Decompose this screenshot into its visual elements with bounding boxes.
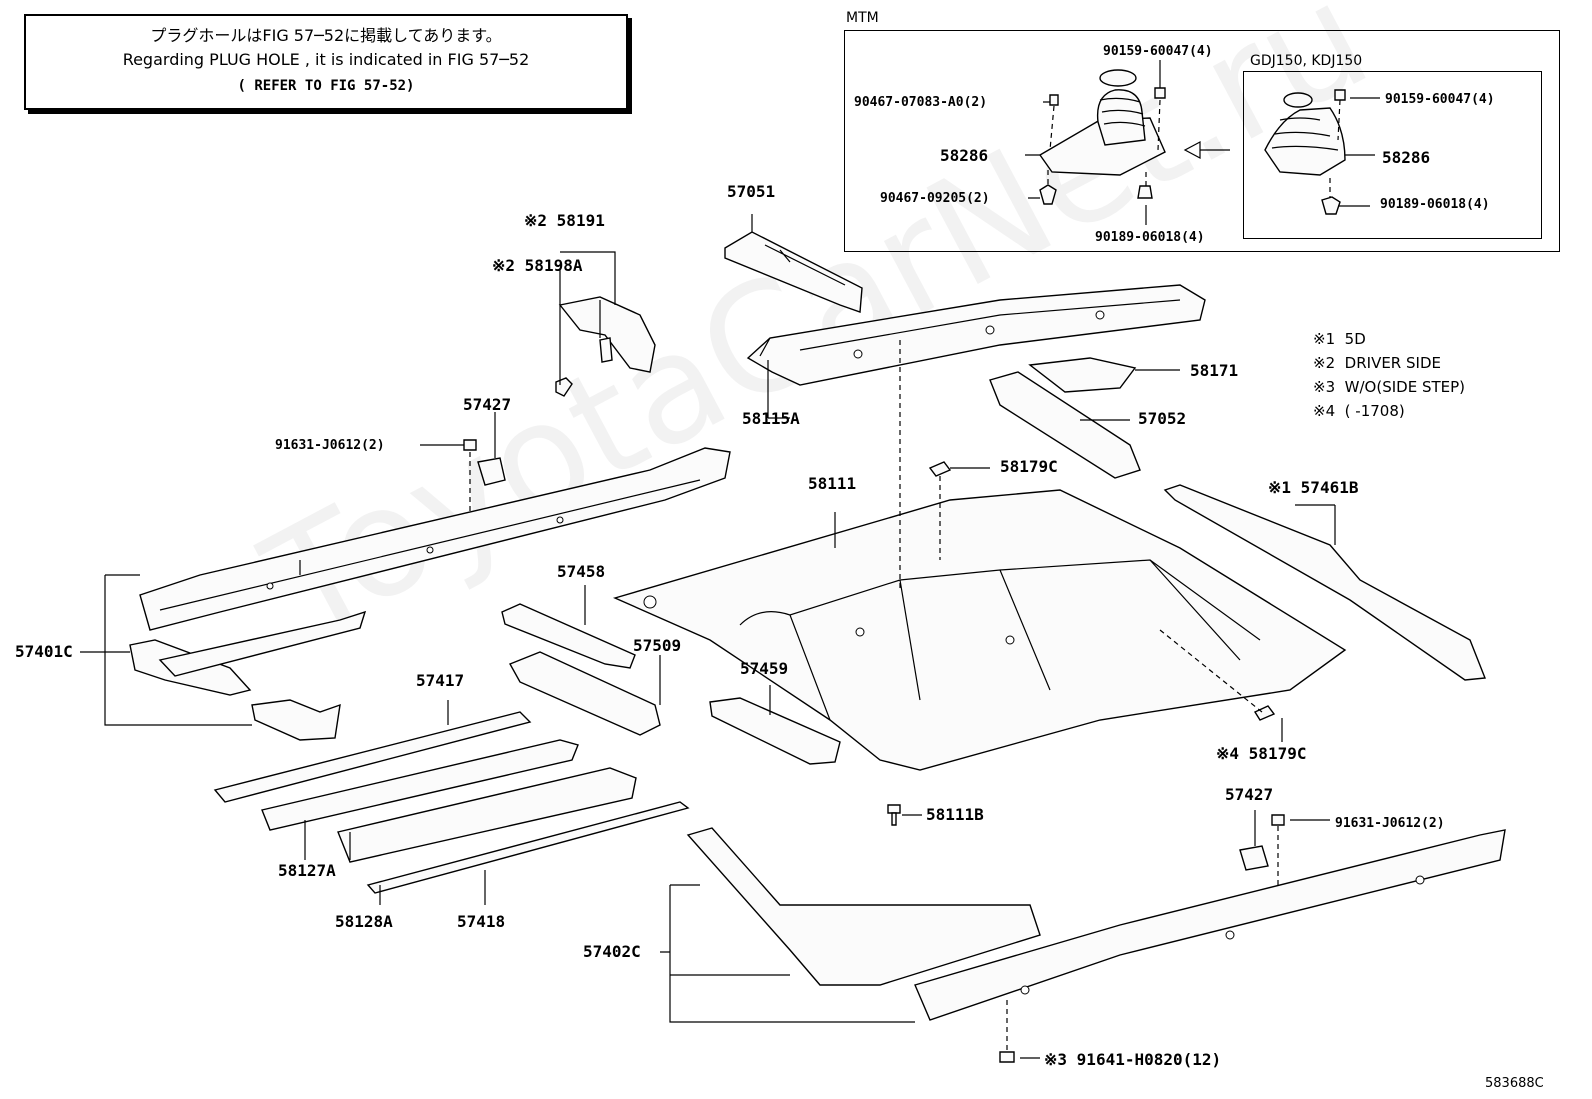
part-57052-illustration — [989, 371, 1141, 479]
label-57052[interactable]: 57052 — [1138, 409, 1187, 428]
part-57427-top-illustration — [420, 412, 506, 520]
label-57459[interactable]: 57459 — [740, 659, 789, 678]
label-57418[interactable]: 57418 — [457, 912, 506, 931]
label-58286-mtm[interactable]: 58286 — [940, 146, 989, 165]
label-57427-top[interactable]: 57427 — [463, 395, 512, 414]
label-58171[interactable]: 58171 — [1190, 361, 1239, 380]
legend-item-4: ※4 ( -1708) — [1313, 402, 1405, 420]
label-57461b[interactable]: ※1 57461B — [1268, 478, 1359, 497]
part-58115a-illustration — [746, 284, 1206, 419]
note-refer-link[interactable]: ( REFER TO FIG 57-52) — [237, 78, 415, 94]
label-57051[interactable]: 57051 — [727, 182, 776, 201]
label-90159-60047-mtm[interactable]: 90159-60047(4) — [1103, 44, 1213, 59]
part-58111b-illustration — [887, 804, 922, 826]
label-58128a[interactable]: 58128A — [335, 912, 393, 931]
shift-boot-right-illustration — [1264, 89, 1346, 215]
part-57461b-illustration — [1163, 484, 1486, 681]
label-57458[interactable]: 57458 — [557, 562, 606, 581]
mtm-box-title: MTM — [846, 10, 879, 26]
part-57051-illustration — [724, 214, 863, 313]
part-57509-illustration — [509, 651, 661, 736]
note-japanese: プラグホールはFIG 57─52に掲載してあります。 — [150, 26, 502, 45]
label-90189-06018-mtm[interactable]: 90189-06018(4) — [1095, 230, 1205, 245]
label-58286-gdj[interactable]: 58286 — [1382, 148, 1431, 167]
part-58179c-top-illustration — [899, 340, 990, 590]
rails-illustration — [213, 700, 690, 905]
label-90159-60047-gdj[interactable]: 90159-60047(4) — [1385, 92, 1495, 107]
part-58179c-bottom-illustration — [1159, 629, 1283, 742]
label-91631-bottom[interactable]: 91631-J0612(2) — [1335, 816, 1445, 831]
label-90467-07083[interactable]: 90467-07083-A0(2) — [854, 95, 988, 110]
mtm-inset-box — [844, 30, 1560, 252]
label-90189-06018-gdj[interactable]: 90189-06018(4) — [1380, 197, 1490, 212]
part-57402c-illustration — [660, 827, 1506, 1023]
legend-item-3: ※3 W/O(SIDE STEP) — [1313, 378, 1466, 396]
label-58198a[interactable]: ※2 58198A — [492, 256, 583, 275]
part-57459-illustration — [709, 685, 841, 765]
gdj-box-title: GDJ150, KDJ150 — [1250, 53, 1363, 69]
label-57427-bottom[interactable]: 57427 — [1225, 785, 1274, 804]
part-58111-floor-illustration — [612, 489, 1347, 771]
label-57509[interactable]: 57509 — [633, 636, 682, 655]
part-57427-bottom-illustration — [1239, 810, 1330, 905]
part-57458-illustration — [501, 585, 636, 669]
part-57401c-illustration — [80, 447, 731, 741]
label-90467-09205[interactable]: 90467-09205(2) — [880, 191, 990, 206]
arrow-icon — [1183, 141, 1230, 159]
legend-item-1: ※1 5D — [1313, 330, 1366, 348]
label-58191[interactable]: ※2 58191 — [524, 211, 605, 230]
label-58115a[interactable]: 58115A — [742, 409, 800, 428]
label-57402c[interactable]: 57402C — [583, 942, 641, 961]
label-58127a[interactable]: 58127A — [278, 861, 336, 880]
fasteners-mtm-left — [1039, 87, 1166, 205]
diagram-id: 583688C — [1485, 1076, 1544, 1091]
plug-hole-note: プラグホールはFIG 57─52に掲載してあります。 Regarding PLU… — [24, 14, 628, 110]
part-58191-illustration — [555, 251, 656, 397]
legend-item-2: ※2 DRIVER SIDE — [1313, 354, 1441, 372]
part-91641-illustration — [999, 1000, 1040, 1063]
label-58179c-bottom[interactable]: ※4 58179C — [1216, 744, 1307, 763]
label-58111[interactable]: 58111 — [808, 474, 857, 493]
label-58179c-top[interactable]: 58179C — [1000, 457, 1058, 476]
gdj-kdj-inset-box — [1243, 71, 1542, 239]
label-91641[interactable]: ※3 91641-H0820(12) — [1044, 1050, 1222, 1069]
shift-boot-left-illustration — [1038, 69, 1166, 176]
label-57417[interactable]: 57417 — [416, 671, 465, 690]
label-91631-top[interactable]: 91631-J0612(2) — [275, 438, 385, 453]
label-57401c[interactable]: 57401C — [15, 642, 73, 661]
label-58111b[interactable]: 58111B — [926, 805, 984, 824]
part-58171-illustration — [1028, 357, 1180, 393]
note-english: Regarding PLUG HOLE , it is indicated in… — [122, 50, 530, 69]
